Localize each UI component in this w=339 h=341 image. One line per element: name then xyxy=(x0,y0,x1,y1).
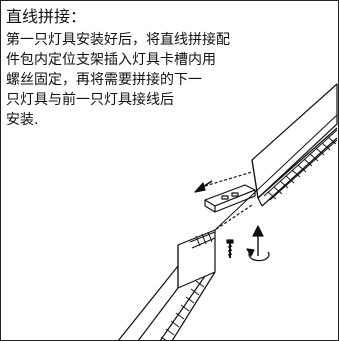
description-line: 安装. xyxy=(6,112,39,128)
description-line: 第一只灯具安装好后，将直线拼接配 xyxy=(6,32,230,48)
description-line: 只灯具与前一只灯具接线后 xyxy=(6,92,174,108)
alignment-line xyxy=(214,114,338,231)
rotate-arrow-icon xyxy=(246,225,270,262)
instruction-description: 第一只灯具安装好后，将直线拼接配 件包内定位支架插入灯具卡槽内用 螺丝固定，再将… xyxy=(6,30,336,130)
instruction-text: 直线拼接： 第一只灯具安装好后，将直线拼接配 件包内定位支架插入灯具卡槽内用 螺… xyxy=(6,6,336,130)
positioning-bracket xyxy=(204,171,256,233)
upper-louver-fins xyxy=(267,136,337,200)
left-arrow-icon xyxy=(194,180,213,193)
lower-louver-fins xyxy=(160,280,205,341)
lower-luminaire xyxy=(117,229,216,341)
lower-luminaire-slot xyxy=(189,231,216,249)
upper-luminaire xyxy=(251,83,338,207)
instruction-title: 直线拼接： xyxy=(6,7,87,26)
description-line: 螺丝固定，再将需要拼接的下一 xyxy=(6,72,202,88)
description-line: 件包内定位支架插入灯具卡槽内用 xyxy=(6,52,216,68)
screw-icon xyxy=(226,239,234,258)
